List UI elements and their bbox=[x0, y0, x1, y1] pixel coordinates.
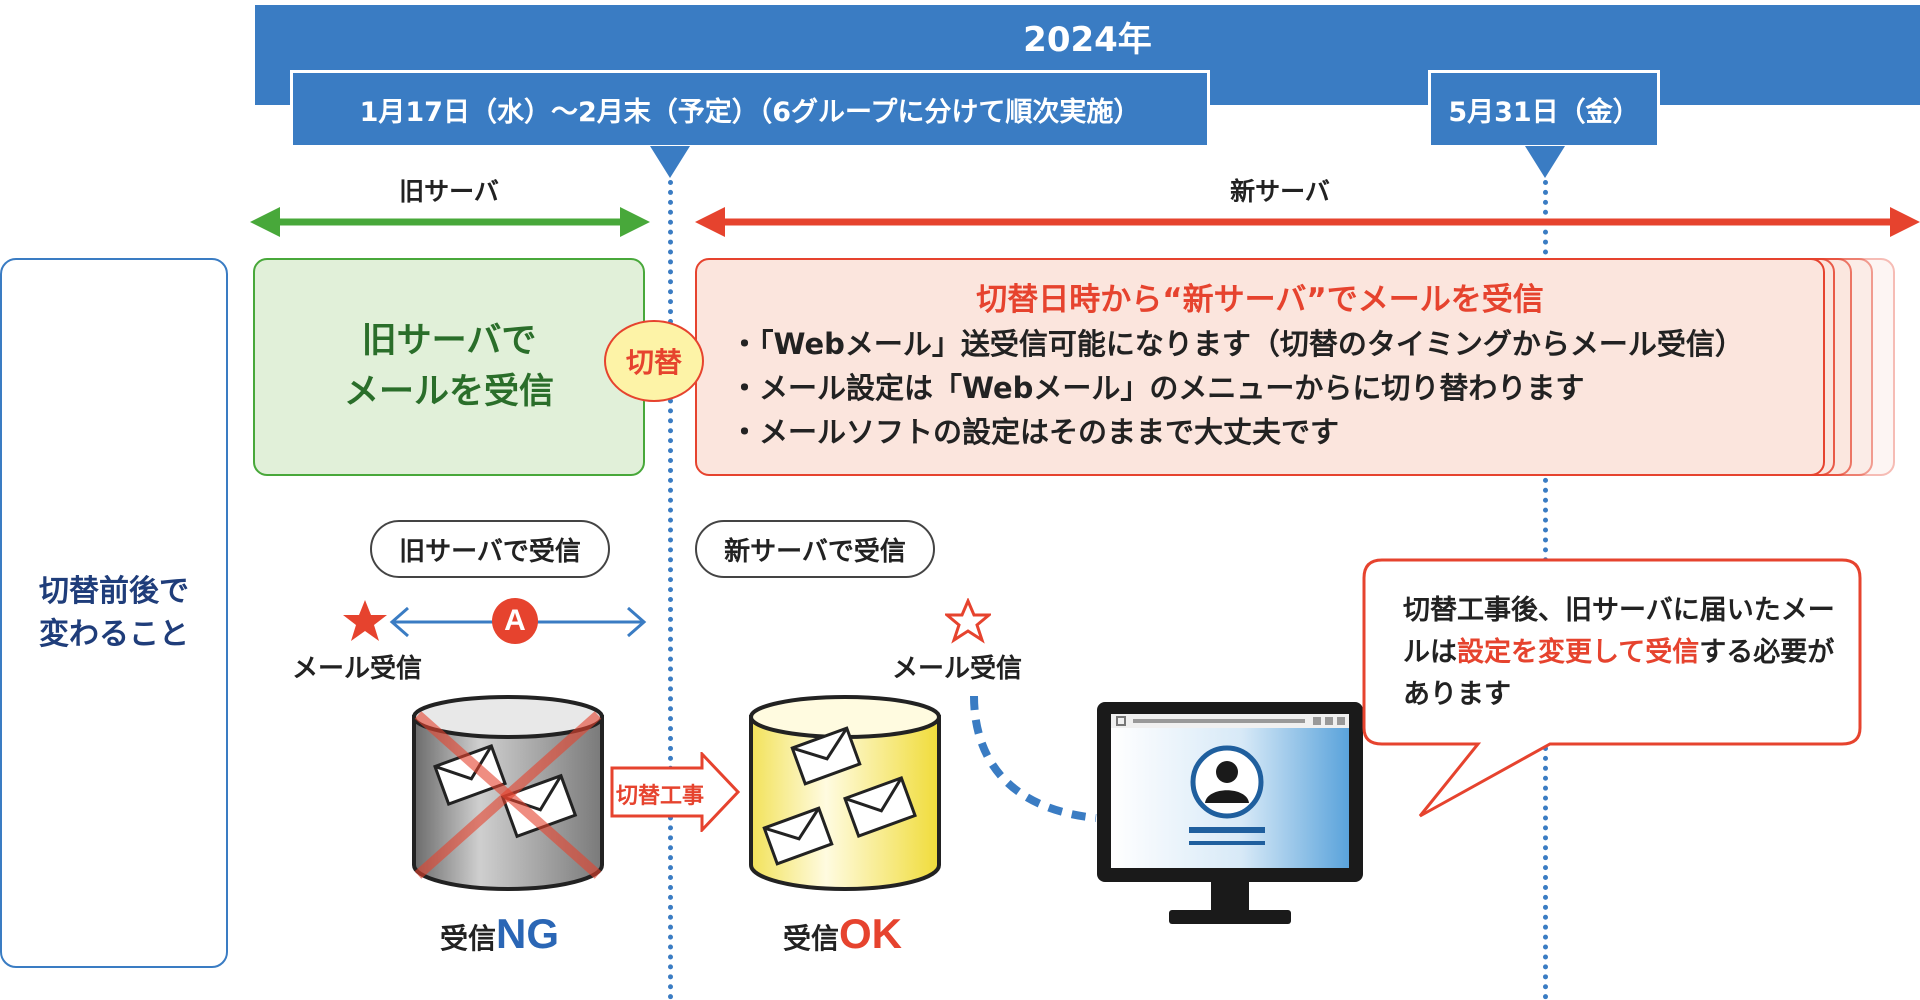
deadline-date-label: 5月31日（金） bbox=[1428, 70, 1660, 148]
filled-star-icon bbox=[343, 600, 387, 641]
envelope-icon bbox=[843, 776, 917, 838]
new-server-range-label: 新サーバ bbox=[1230, 177, 1330, 206]
callout-text-after: する必要があります bbox=[1403, 636, 1835, 710]
receive-ok-prefix: 受信 bbox=[783, 922, 840, 955]
outline-star-icon bbox=[945, 598, 991, 644]
new-server-receive-pill: 新サーバで受信 bbox=[695, 520, 935, 578]
receive-ng-prefix: 受信 bbox=[440, 922, 497, 955]
deadline-pointer bbox=[1525, 146, 1565, 178]
new-mail-receive-label: メール受信 bbox=[892, 654, 1023, 684]
receive-ng-word: NG bbox=[496, 910, 560, 957]
old-box-line-2: メールを受信 bbox=[343, 372, 554, 412]
new-server-info-box bbox=[695, 258, 1825, 476]
callout-text-before: 切替工事後、旧サーバに届いたメールは bbox=[1403, 595, 1835, 668]
switch-badge: 切替 bbox=[604, 320, 704, 402]
migration-period-label: 1月17日（水）〜2月末（予定）（6グループに分けて順次実施） bbox=[290, 70, 1210, 148]
new-box-bullet: ・メール設定は「Webメール」のメニューからに切り替わります bbox=[730, 371, 1585, 405]
migration-label: 切替工事 bbox=[615, 784, 704, 809]
monitor-icon bbox=[1097, 702, 1363, 924]
envelope-icon bbox=[762, 806, 834, 866]
connection-curve bbox=[970, 695, 1097, 822]
old-mail-receive-label: メール受信 bbox=[292, 654, 423, 684]
callout-bubble bbox=[1362, 558, 1862, 818]
before-after-changes-label: 切替前後で 変わること bbox=[0, 258, 228, 968]
old-server-range-label: 旧サーバ bbox=[399, 177, 499, 206]
new-server-range-arrow bbox=[695, 207, 1920, 237]
receive-ok-status: 受信OK bbox=[783, 910, 902, 958]
old-box-line-1: 旧サーバで bbox=[361, 321, 537, 362]
envelope-icon bbox=[500, 773, 578, 839]
cross-icon bbox=[414, 711, 602, 879]
new-server-database-icon bbox=[749, 695, 941, 891]
side-label-line-1: 切替前後で bbox=[39, 573, 189, 609]
migration-arrow bbox=[610, 752, 740, 832]
switch-date-line bbox=[668, 180, 673, 1000]
callout-highlight: 設定を変更して受信 bbox=[1457, 636, 1700, 668]
user-icon bbox=[1190, 745, 1264, 819]
envelope-icon bbox=[790, 726, 862, 786]
migration-period-pointer bbox=[650, 146, 690, 178]
new-box-bullet: ・メールソフトの設定はそのままで大丈夫です bbox=[730, 415, 1340, 449]
callout-text: 切替工事後、旧サーバに届いたメールは設定を変更して受信する必要があります bbox=[1403, 590, 1853, 716]
receive-ok-word: OK bbox=[839, 910, 903, 957]
side-label-line-2: 変わること bbox=[39, 617, 189, 652]
old-server-range-arrow bbox=[250, 207, 650, 237]
old-server-info-box: 旧サーバで メールを受信 bbox=[253, 258, 645, 476]
new-box-title: 切替日時から“新サーバ”でメールを受信 bbox=[976, 282, 1544, 318]
arrow-a-badge: A bbox=[492, 598, 538, 644]
year-label: 2024年 bbox=[1023, 20, 1152, 60]
new-box-bullet: ・「Webメール」送受信可能になります（切替のタイミングからメール受信） bbox=[730, 327, 1744, 361]
old-server-database-icon bbox=[412, 695, 604, 891]
old-server-receive-pill: 旧サーバで受信 bbox=[370, 520, 610, 578]
receive-ng-status: 受信NG bbox=[440, 910, 559, 958]
